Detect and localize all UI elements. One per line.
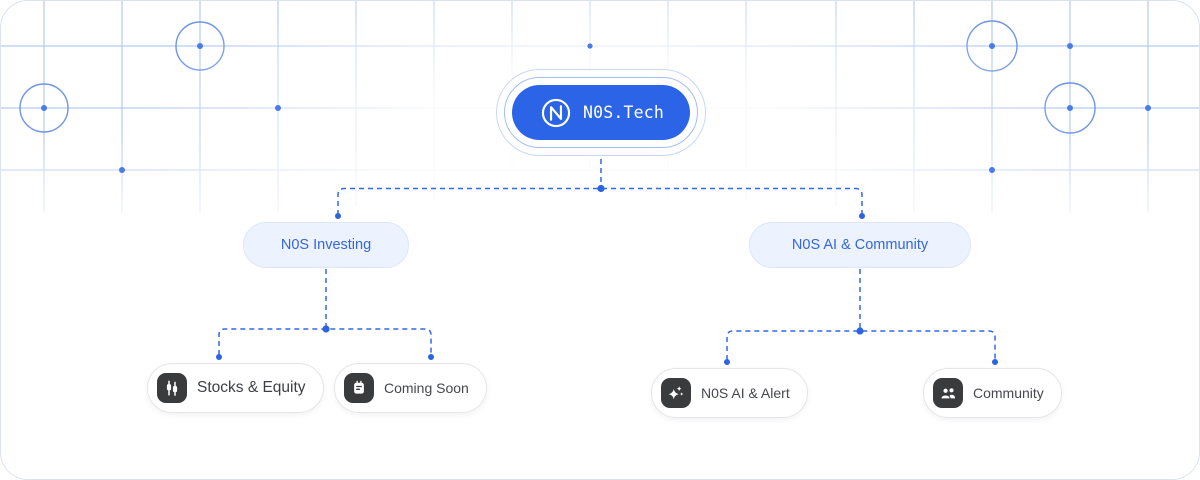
leaf-node-label: N0S AI & Alert (701, 385, 790, 401)
leaf-node-coming-soon[interactable]: Coming Soon (334, 363, 487, 413)
leaf-node-label: Coming Soon (384, 380, 469, 396)
notepad-icon (344, 373, 374, 403)
root-node-n0s-tech[interactable]: N0S.Tech (512, 85, 690, 140)
leaf-node-stocks-equity[interactable]: Stocks & Equity (147, 363, 324, 413)
n0s-logo-icon (541, 98, 571, 127)
users-icon (933, 378, 963, 408)
leaf-node-community[interactable]: Community (923, 368, 1062, 418)
root-node-ring-inner: N0S.Tech (504, 77, 698, 148)
leaf-node-label: Community (973, 385, 1044, 401)
candlestick-chart-icon (157, 373, 187, 403)
branch-node-ai-community[interactable]: N0S AI & Community (749, 222, 971, 268)
branch-node-label: N0S AI & Community (791, 237, 929, 253)
sparkles-icon (661, 378, 691, 408)
leaf-node-label: Stocks & Equity (197, 379, 306, 396)
branch-node-label: N0S Investing (280, 237, 372, 253)
branch-node-investing[interactable]: N0S Investing (243, 222, 409, 268)
leaf-node-ai-alert[interactable]: N0S AI & Alert (651, 368, 808, 418)
root-node-label: N0S.Tech (582, 103, 665, 122)
root-node-ring-outer: N0S.Tech (496, 69, 706, 156)
